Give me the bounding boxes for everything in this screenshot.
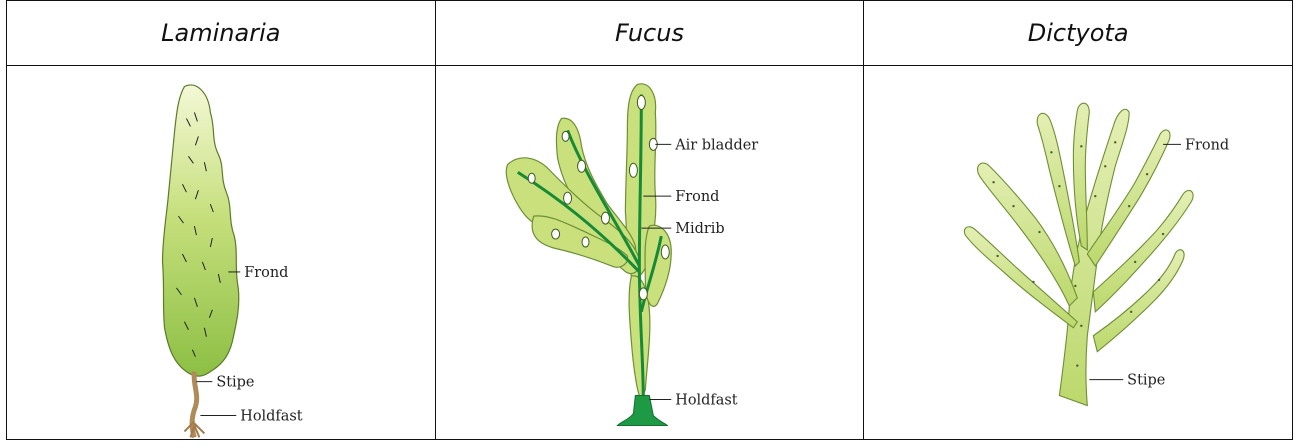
dictyota-cell: Frond Stipe	[864, 66, 1293, 440]
laminaria-label-stipe: Stipe	[216, 375, 254, 391]
fucus-label-air-bladder: Air bladder	[674, 137, 758, 153]
laminaria-label-frond: Frond	[244, 265, 288, 281]
header-fucus: Fucus	[435, 1, 864, 66]
fucus-label-frond: Frond	[675, 189, 719, 205]
dictyota-illustration: Frond Stipe	[864, 66, 1292, 438]
laminaria-label-holdfast: Holdfast	[240, 409, 303, 425]
laminaria-cell: Frond Stipe Holdfast	[7, 66, 436, 440]
header-laminaria: Laminaria	[7, 1, 436, 66]
laminaria-frond	[163, 85, 239, 376]
algae-comparison-table: Laminaria Fucus Dictyota	[6, 0, 1293, 440]
dictyota-frond	[965, 103, 1194, 405]
dictyota-label-frond: Frond	[1185, 137, 1229, 153]
fucus-label-midrib: Midrib	[675, 221, 724, 237]
fucus-cell: Air bladder Frond Midrib Holdfast	[435, 66, 864, 440]
laminaria-illustration: Frond Stipe Holdfast	[7, 66, 435, 438]
fucus-label-holdfast: Holdfast	[675, 393, 738, 409]
header-dictyota: Dictyota	[864, 1, 1293, 66]
dictyota-label-stipe: Stipe	[1128, 373, 1166, 389]
fucus-illustration: Air bladder Frond Midrib Holdfast	[436, 66, 864, 438]
